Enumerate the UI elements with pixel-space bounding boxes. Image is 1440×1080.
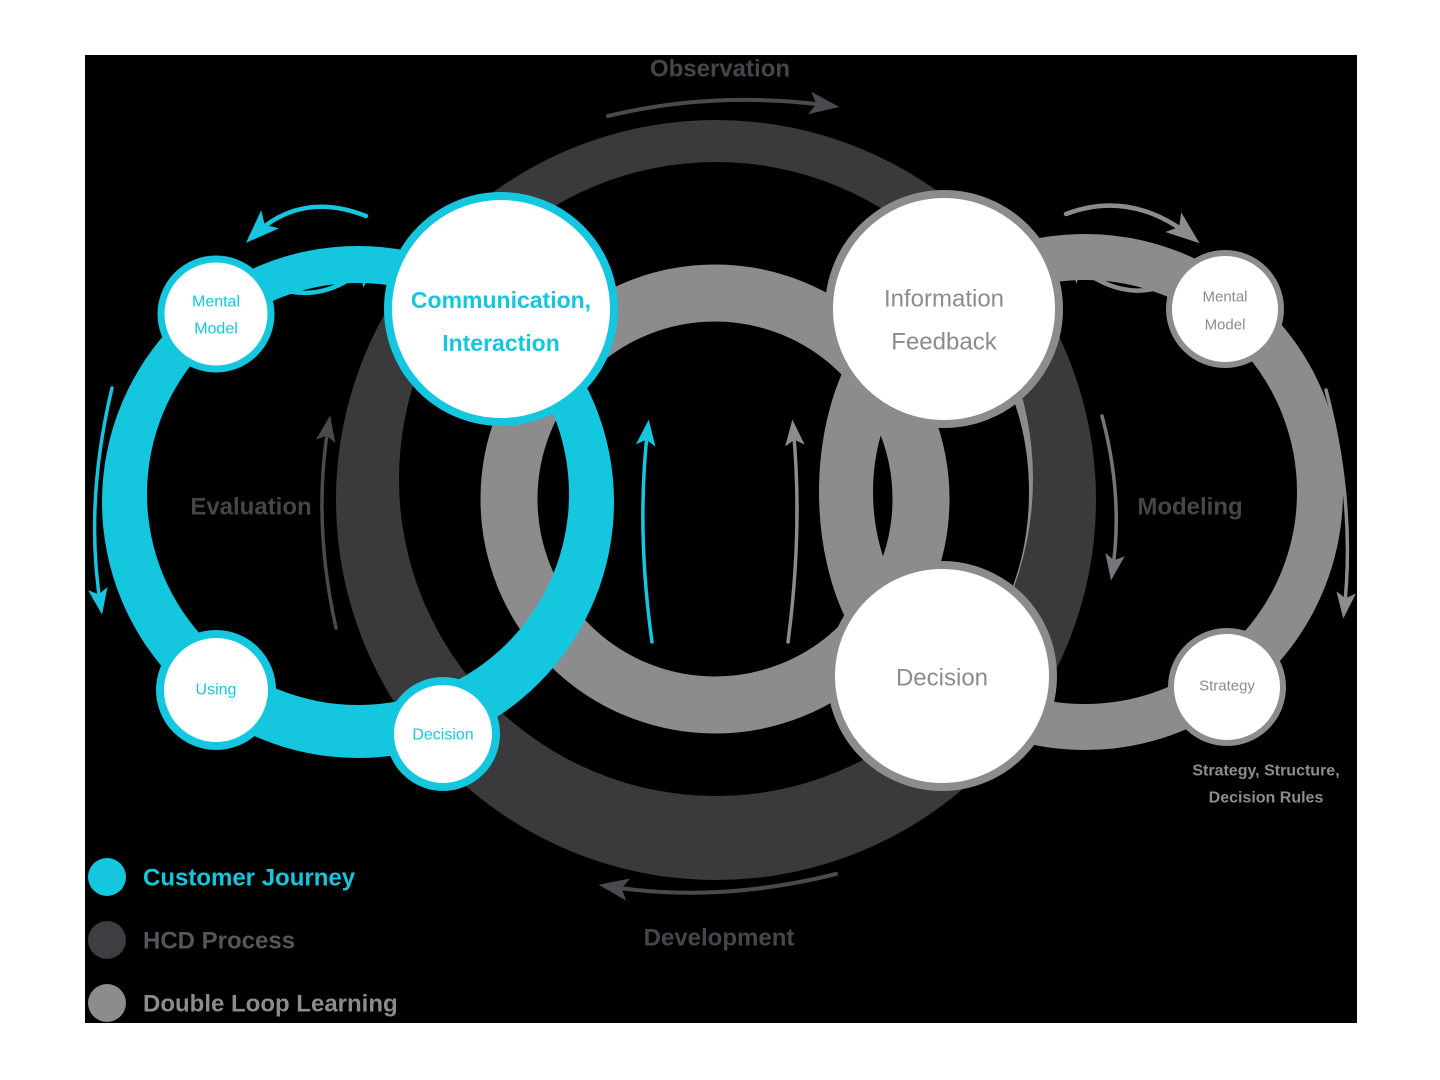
- observation-arrow: [606, 91, 840, 118]
- mental-to-communication-arrow: [277, 255, 380, 296]
- legend-item-double-loop: Double Loop Learning: [88, 984, 398, 1022]
- node-label-line2: Model: [194, 321, 238, 338]
- legend-item-hcd-process: HCD Process: [88, 921, 295, 959]
- hcd-up-arrow-left: [315, 415, 338, 630]
- modeling-outer-arrow: [1324, 388, 1356, 619]
- legend-dot-dark: [88, 921, 126, 959]
- node-using: Using: [156, 630, 276, 750]
- node-label-line2: Feedback: [891, 329, 997, 356]
- node-label: Strategy: [1199, 678, 1255, 695]
- legend-label: Double Loop Learning: [143, 991, 398, 1018]
- exchange-ring: [480, 264, 950, 734]
- legend-item-customer-journey: Customer Journey: [88, 858, 356, 896]
- label-observation: Observation: [650, 56, 790, 83]
- node-label: Using: [196, 682, 237, 699]
- legend-label: HCD Process: [143, 928, 295, 955]
- legend: Customer Journey HCD Process Double Loop…: [88, 858, 398, 1022]
- label-development: Development: [644, 925, 795, 952]
- node-mental-model-left: Mental Model: [157, 255, 275, 373]
- customer-journey-up-arrow: [635, 419, 656, 644]
- node-label-line1: Communication,: [411, 287, 591, 313]
- node-label-line2: Model: [1205, 317, 1246, 334]
- evaluation-cycle-arrow: [88, 386, 114, 615]
- node-label: Decision: [896, 665, 988, 692]
- node-label-line1: Mental: [192, 294, 240, 311]
- strategy-note-line1: Strategy, Structure,: [1192, 763, 1339, 780]
- legend-dot-gray: [88, 984, 126, 1022]
- strategy-note-line2: Decision Rules: [1209, 790, 1324, 807]
- legend-label: Customer Journey: [143, 865, 356, 892]
- node-label: Decision: [412, 727, 473, 744]
- node-information-feedback: Information Feedback: [825, 190, 1063, 428]
- development-arrow: [598, 872, 838, 901]
- node-circle: [825, 190, 1063, 428]
- node-circle: [386, 677, 500, 791]
- mental-to-feedback-arrow: [1060, 251, 1167, 293]
- label-modeling: Modeling: [1137, 494, 1242, 521]
- label-evaluation: Evaluation: [190, 494, 311, 521]
- node-circle: [1168, 628, 1286, 746]
- feedback-to-mental-arrow: [1063, 203, 1200, 244]
- strategy-note: Strategy, Structure, Decision Rules: [1192, 763, 1339, 807]
- node-decision-left: Decision: [386, 677, 500, 791]
- node-circle: [157, 255, 275, 373]
- flow-arrows: [88, 91, 1356, 901]
- node-communication-interaction: Communication, Interaction: [384, 192, 618, 426]
- node-label-line1: Mental: [1202, 289, 1247, 306]
- node-decision-right: Decision: [827, 561, 1057, 791]
- node-circle: [827, 561, 1057, 791]
- exchange-up-arrow: [785, 419, 805, 644]
- node-label-line1: Information: [884, 286, 1004, 313]
- node-mental-model-right: Mental Model: [1166, 250, 1284, 368]
- double-loop-nodes: Information Feedback Decision Mental Mod…: [825, 190, 1286, 791]
- legend-dot-cyan: [88, 858, 126, 896]
- node-circle: [1166, 250, 1284, 368]
- communication-to-mental-arrow: [245, 204, 369, 243]
- customer-journey-nodes: Mental Model Communication, Interaction …: [156, 192, 618, 791]
- node-circle: [384, 192, 618, 426]
- modeling-inner-arrow: [1100, 414, 1125, 581]
- node-circle: [156, 630, 276, 750]
- node-strategy: Strategy: [1168, 628, 1286, 746]
- node-label-line2: Interaction: [442, 330, 560, 356]
